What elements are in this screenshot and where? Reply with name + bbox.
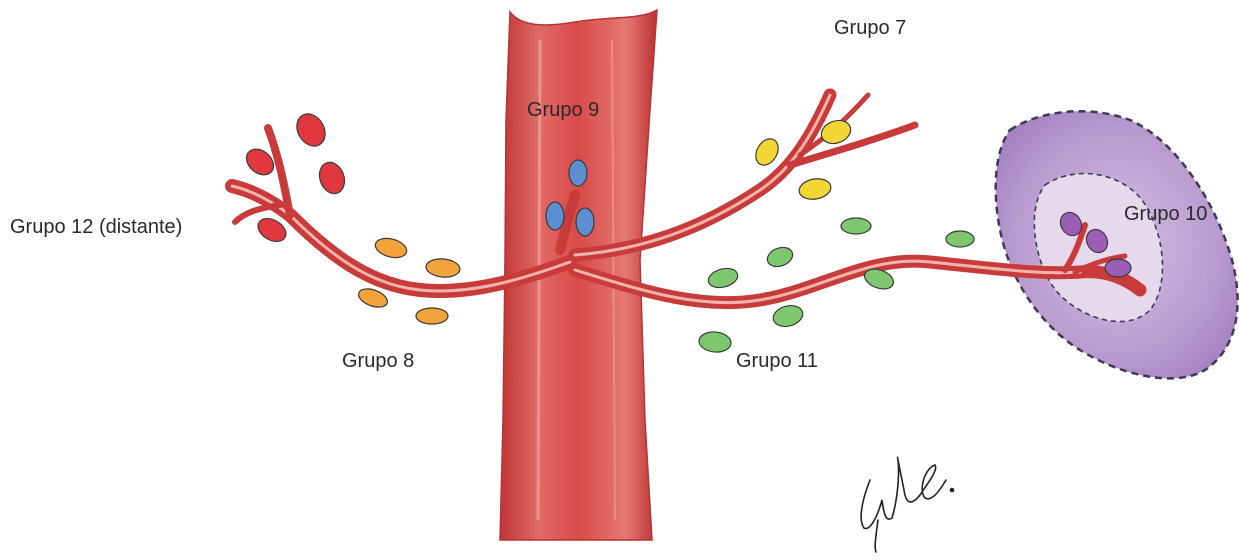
label-group-11: Grupo 11 xyxy=(736,351,818,371)
spleen xyxy=(996,111,1238,378)
label-group-12: Grupo 12 (distante) xyxy=(10,217,182,237)
lymph-node xyxy=(425,258,460,279)
lymph-node xyxy=(291,109,331,151)
lymph-node xyxy=(416,308,448,324)
lymph-node xyxy=(751,135,782,169)
lymph-node xyxy=(698,331,732,354)
lymph-node xyxy=(798,176,833,201)
label-group-10: Grupo 10 xyxy=(1124,204,1207,224)
lymph-node xyxy=(771,302,805,329)
label-group-9: Grupo 9 xyxy=(527,100,599,120)
label-group-7: Grupo 7 xyxy=(834,18,906,38)
lymph-node xyxy=(765,244,796,270)
lymph-node xyxy=(946,231,974,247)
artist-signature xyxy=(861,457,953,552)
lymph-node xyxy=(1105,259,1131,277)
lymph-node xyxy=(576,208,594,236)
lymph-node xyxy=(546,202,564,230)
lymph-node xyxy=(569,160,587,186)
lymph-node xyxy=(706,265,740,290)
label-group-8: Grupo 8 xyxy=(342,351,414,371)
group11-nodes xyxy=(698,218,974,353)
lymph-node xyxy=(373,235,409,261)
lymph-node xyxy=(841,218,871,234)
lymph-node xyxy=(315,159,348,197)
